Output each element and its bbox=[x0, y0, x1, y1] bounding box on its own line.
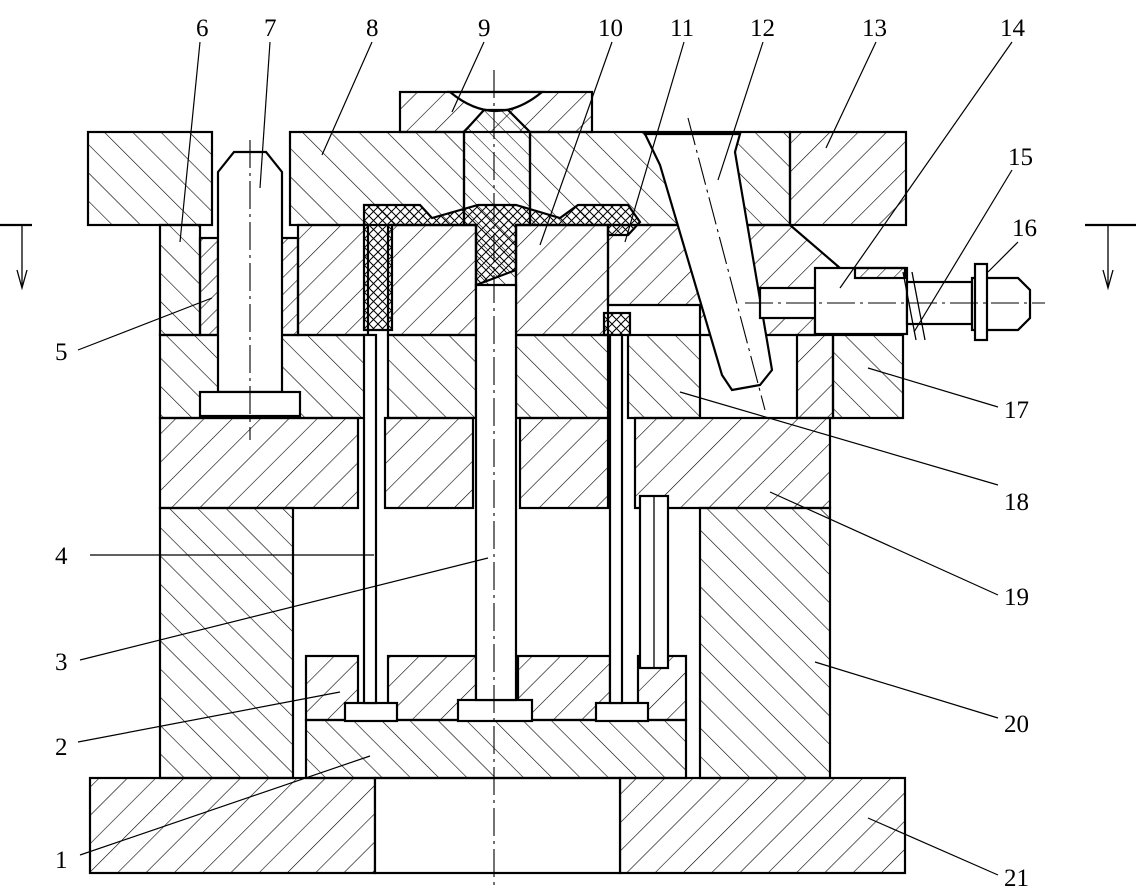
label-part-10: 10 bbox=[598, 15, 623, 42]
label-part-4: 4 bbox=[55, 543, 68, 570]
label-part-6: 6 bbox=[196, 15, 209, 42]
ejector-base-plate bbox=[304, 718, 688, 780]
label-part-1: 1 bbox=[55, 847, 68, 874]
section-marker-right bbox=[1085, 223, 1136, 291]
label-part-11: 11 bbox=[670, 15, 694, 42]
guide-pillar bbox=[198, 140, 302, 440]
label-part-19: 19 bbox=[1004, 584, 1029, 611]
label-part-12: 12 bbox=[750, 15, 775, 42]
label-part-2: 2 bbox=[55, 734, 68, 761]
guide-bush bbox=[198, 236, 220, 337]
label-part-5: 5 bbox=[55, 339, 68, 366]
label-part-21: 21 bbox=[1004, 865, 1029, 890]
label-part-3: 3 bbox=[55, 649, 68, 676]
cavity-plate bbox=[158, 223, 610, 337]
section-marker-left bbox=[0, 223, 32, 291]
label-part-14: 14 bbox=[1000, 15, 1026, 42]
spring-screw-assembly bbox=[745, 262, 1045, 342]
label-part-9: 9 bbox=[478, 15, 491, 42]
locking-wedge-block bbox=[831, 333, 905, 420]
label-part-20: 20 bbox=[1004, 711, 1029, 738]
label-part-16: 16 bbox=[1012, 215, 1037, 242]
label-part-17: 17 bbox=[1004, 397, 1029, 424]
support-plate bbox=[158, 416, 832, 510]
leader-lines bbox=[77, 41, 1019, 876]
label-part-15: 15 bbox=[1008, 144, 1033, 171]
part-number-labels: 1 2 3 4 5 6 7 8 9 10 11 12 13 14 15 16 1… bbox=[55, 15, 1037, 890]
central-ejector-rod bbox=[474, 283, 518, 702]
angle-pin bbox=[643, 117, 774, 411]
bottom-clamping-plate bbox=[88, 776, 907, 875]
label-part-7: 7 bbox=[264, 15, 277, 42]
spacer-blocks bbox=[158, 506, 832, 780]
ejector-pins bbox=[362, 333, 624, 705]
label-part-18: 18 bbox=[1004, 489, 1029, 516]
label-part-13: 13 bbox=[862, 15, 887, 42]
ejector-retainer-plate bbox=[304, 654, 688, 723]
label-part-8: 8 bbox=[366, 15, 379, 42]
